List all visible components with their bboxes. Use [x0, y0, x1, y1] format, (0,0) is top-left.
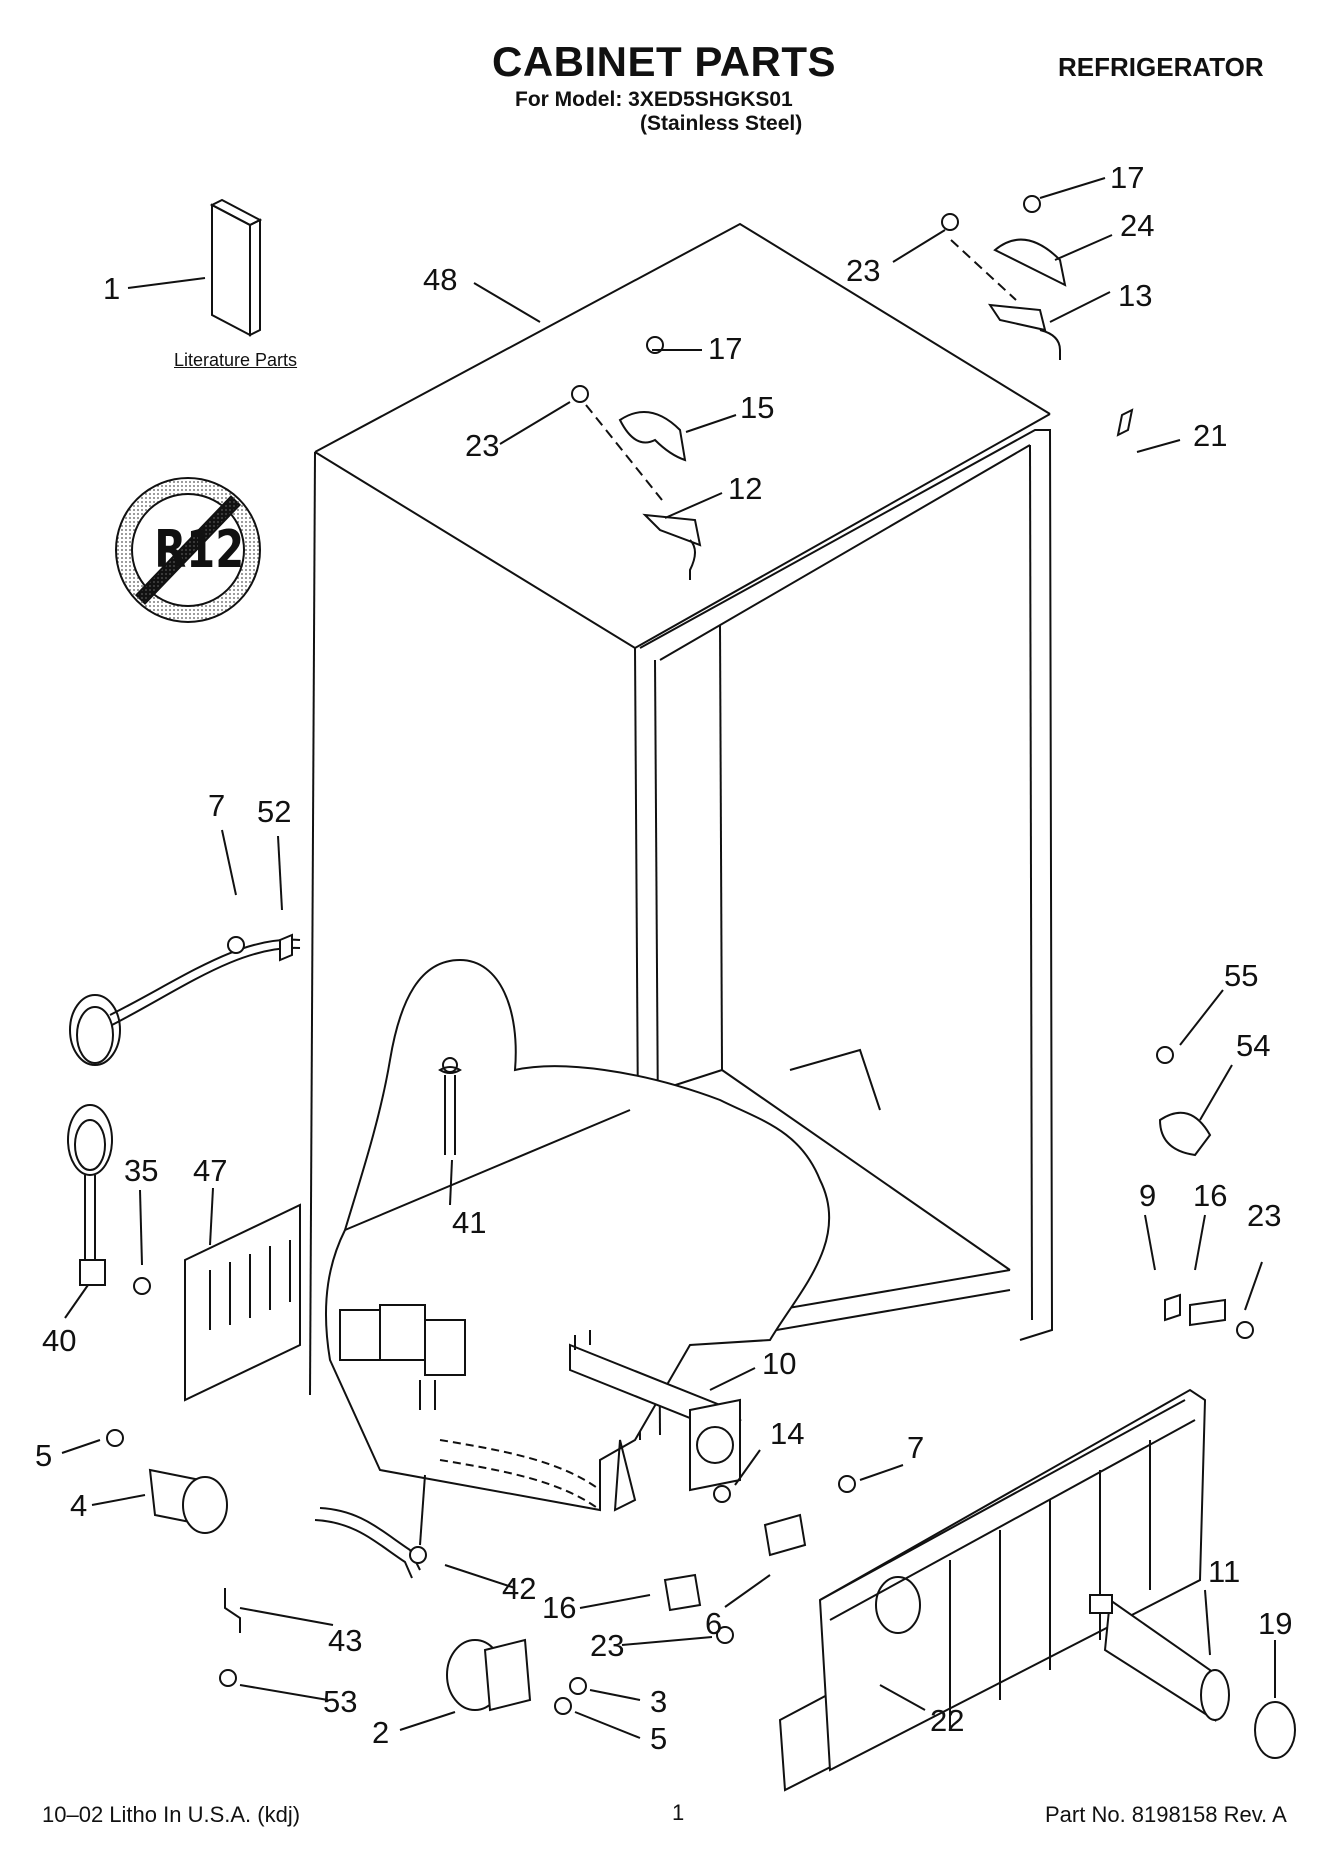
callout-23b: 23	[846, 253, 881, 288]
model-line: For Model: 3XED5SHGKS01	[515, 88, 793, 111]
cutaway-area	[325, 958, 831, 1512]
callout-4: 4	[70, 1488, 88, 1523]
callout-22: 22	[930, 1703, 965, 1738]
callout-5b: 5	[650, 1721, 668, 1756]
callout-48: 48	[423, 262, 458, 297]
top-hinge-cover	[618, 238, 1067, 462]
toe-grille	[778, 1388, 1207, 1792]
callout-16b: 16	[542, 1590, 577, 1625]
vent-panel	[184, 1203, 301, 1402]
top-hinge	[642, 303, 1061, 580]
callout-23: 23	[465, 428, 500, 463]
callout-1: 1	[103, 271, 121, 306]
callout-23c: 23	[1247, 1198, 1282, 1233]
damper-housing	[569, 1330, 742, 1492]
callout-47: 47	[193, 1153, 228, 1188]
callout-21: 21	[1193, 418, 1228, 453]
page-title: CABINET PARTS	[492, 38, 837, 85]
footer-print-info: 10–02 Litho In U.S.A. (kdj)	[42, 1802, 301, 1827]
callout-13: 13	[1118, 278, 1153, 313]
callout-24: 24	[1120, 208, 1155, 243]
water-tube	[314, 1474, 427, 1579]
callout-54: 54	[1236, 1028, 1271, 1063]
callout-19: 19	[1258, 1606, 1293, 1641]
callout-14: 14	[770, 1416, 805, 1451]
callout-52: 52	[257, 794, 292, 829]
callout-2: 2	[372, 1715, 390, 1750]
filter-cap	[1254, 1701, 1296, 1759]
callout-53: 53	[323, 1684, 358, 1719]
callout-11: 11	[1208, 1554, 1241, 1589]
callout-17b: 17	[1110, 160, 1145, 195]
callout-3: 3	[650, 1684, 668, 1719]
r12-label: R12	[154, 520, 245, 580]
no-r12-badge	[115, 477, 261, 623]
callout-42: 42	[502, 1571, 537, 1606]
power-cord	[67, 938, 301, 1286]
callout-12: 12	[728, 471, 763, 506]
rear-roller	[148, 1468, 228, 1534]
page-number: 1	[672, 1800, 685, 1825]
literature-booklet	[209, 198, 263, 337]
callout-7b: 7	[907, 1430, 925, 1465]
callout-35: 35	[124, 1153, 159, 1188]
callout-6: 6	[705, 1606, 723, 1641]
leader-lines	[61, 177, 1276, 1739]
callout-43: 43	[328, 1623, 363, 1658]
callout-5: 5	[35, 1438, 53, 1473]
front-roller	[446, 1638, 532, 1712]
callout-10: 10	[762, 1346, 797, 1381]
callout-16: 16	[1193, 1178, 1228, 1213]
literature-parts-label: Literature Parts	[174, 350, 298, 370]
footer-part-number: Part No. 8198158 Rev. A	[1045, 1802, 1287, 1827]
screws	[106, 195, 1254, 1715]
callout-15: 15	[740, 390, 775, 425]
callout-41: 41	[452, 1205, 487, 1240]
appliance-type: REFRIGERATOR	[1058, 52, 1264, 82]
callout-9: 9	[1139, 1178, 1157, 1213]
water-filter	[1089, 1594, 1230, 1722]
callout-55: 55	[1224, 958, 1259, 993]
callout-23d: 23	[590, 1628, 625, 1663]
small-brackets	[224, 408, 1226, 1633]
callout-7: 7	[208, 788, 226, 823]
finish-line: (Stainless Steel)	[640, 112, 803, 135]
callout-17: 17	[708, 331, 743, 366]
callout-40: 40	[42, 1323, 77, 1358]
drain-tube-part	[438, 1057, 462, 1155]
